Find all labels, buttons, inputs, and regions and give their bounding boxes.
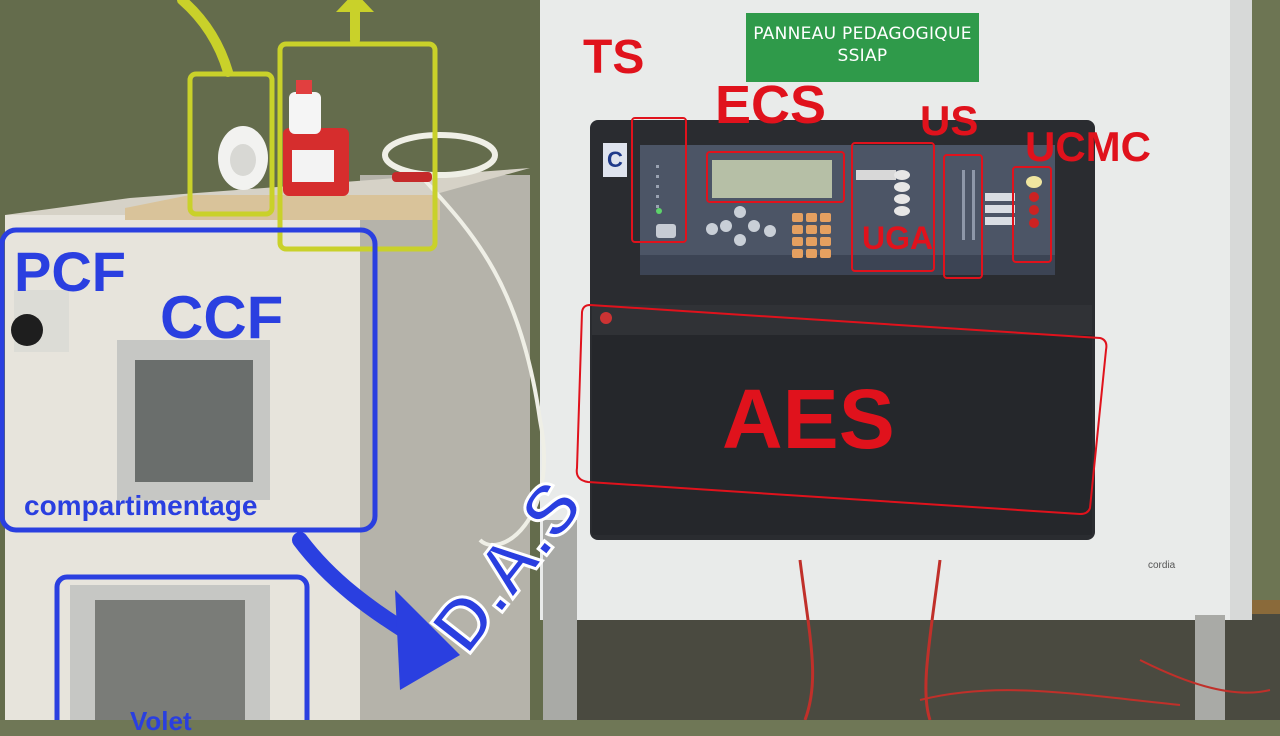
background-scene: C cordia xyxy=(5,0,1280,720)
uga-label: UGA xyxy=(862,220,934,256)
ucmc-label: UCMC xyxy=(1025,123,1151,170)
svg-text:C: C xyxy=(607,147,623,172)
ts-label: TS xyxy=(583,31,645,84)
panel-sign: PANNEAU PEDAGOGIQUE SSIAP xyxy=(746,13,979,82)
ccf-label: CCF xyxy=(160,284,284,351)
cordia-mark: cordia xyxy=(1148,560,1176,571)
lcd-screen xyxy=(712,160,832,198)
compartimentage-label: compartimentage xyxy=(24,490,258,521)
ecs-label: ECS xyxy=(715,75,827,135)
us-label: US xyxy=(920,97,979,144)
sign-line-1: PANNEAU PEDAGOGIQUE xyxy=(753,24,972,44)
pcf-label: PCF xyxy=(14,240,126,303)
aes-label: AES xyxy=(722,372,895,466)
sign-line-2: SSIAP xyxy=(837,46,888,66)
volet-label: Volet xyxy=(130,706,192,736)
